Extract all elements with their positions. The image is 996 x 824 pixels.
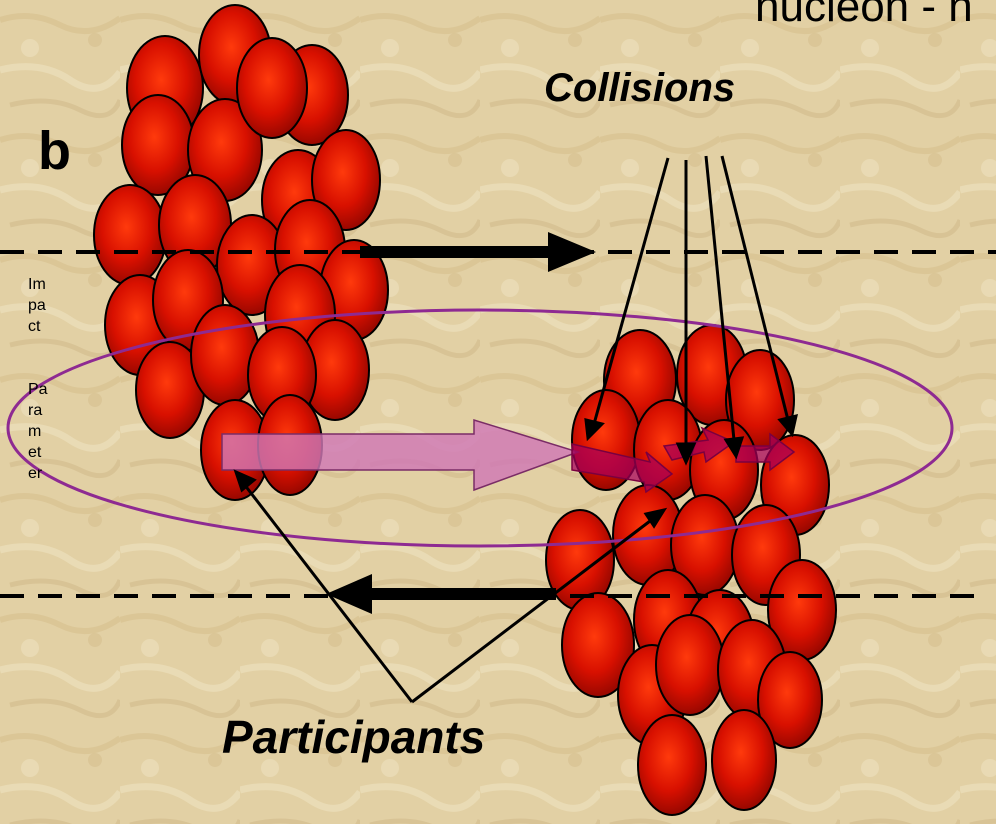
impact-parameter-line: Im [28,274,56,295]
participants-label: Participants [222,710,485,764]
impact-parameter-line: ct [28,316,56,337]
impact-parameter-line: pa [28,295,56,316]
impact-parameter-line: Pa [28,379,56,400]
impact-parameter-line: ra [28,400,56,421]
impact-parameter-line: m [28,421,56,442]
header-text: nucleon - n [755,0,973,32]
collisions-label: Collisions [544,66,735,111]
impact-parameter-line: et [28,442,56,463]
impact-parameter-label: Im pa ct Pa ra m et er [28,274,56,484]
impact-parameter-line: er [28,463,56,484]
impact-parameter-b-label: b [38,120,71,182]
impact-parameter-gap [28,337,56,379]
